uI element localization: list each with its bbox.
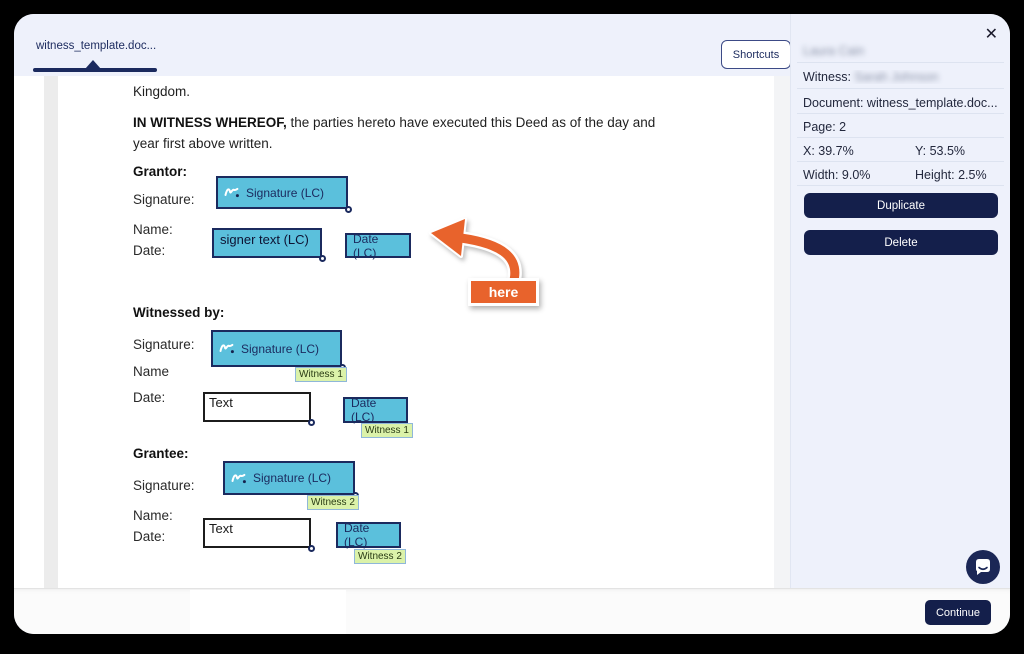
sidebar-page-row: Page: 2 [803,120,847,134]
grantee-date-label: Date: [133,529,166,544]
witnessed-signature-field-label: Signature (LC) [241,341,320,356]
grantee-signature-field[interactable]: Signature (LC) [223,461,359,499]
divider [797,88,1004,89]
divider [797,161,1004,162]
witness-tag: Witness 2 [307,495,359,510]
properties-sidebar: ✕ Laura Cain Witness: Sarah Johnson Docu… [790,14,1010,588]
doc-top-line: Kingdom. [133,84,191,99]
footer-bar: Continue [14,588,1010,634]
witnessed-date-field-label: Date (LC) [351,396,377,424]
witness-name: Sarah Johnson [854,70,939,84]
tab-active-indicator [33,68,157,72]
grantor-signature-label: Signature: [133,192,195,207]
app-window: witness_template.doc... Shortcuts Kingdo… [14,14,1010,634]
grantor-date-label: Date: [133,243,166,258]
doc-paragraph-bold: IN WITNESS WHEREOF, [133,115,287,130]
grantee-name-label: Name: [133,508,173,523]
grantor-heading: Grantor: [133,164,187,179]
grantor-name-field[interactable]: signer text (LC) [212,228,326,262]
grantee-text-field[interactable]: Text [203,518,315,552]
sidebar-document-row: Document: witness_template.doc... [803,96,998,110]
duplicate-button[interactable]: Duplicate [804,193,998,218]
sidebar-position-row: X: 39.7% Y: 53.5% [803,144,998,158]
witnessed-text-field-label: Text [209,395,233,410]
y-value: Y: 53.5% [915,144,966,158]
witness-label: Witness: [803,70,855,84]
witnessed-name-label: Name [133,364,170,379]
grantor-signature-field-label: Signature (LC) [246,185,325,200]
viewer-scrollbar[interactable] [774,76,790,588]
delete-button[interactable]: Delete [804,230,998,255]
witnessed-date-field[interactable]: Date (LC) [343,396,408,424]
resize-handle[interactable] [308,545,315,552]
witnessed-heading: Witnessed by: [133,305,225,320]
divider [797,62,1004,63]
grantor-date-field-label: Date (LC) [353,231,379,260]
witnessed-text-field[interactable]: Text [203,392,315,426]
x-value: X: 39.7% [803,144,854,158]
signature-icon [224,187,239,198]
grantee-date-field[interactable]: Date (LC) [336,521,401,549]
witness-tag: Witness 1 [295,367,347,382]
document-viewer[interactable]: Kingdom. IN WITNESS WHEREOF, the parties… [14,76,790,588]
divider [797,137,1004,138]
tab-document[interactable]: witness_template.doc... [36,40,157,52]
sidebar-user-name: Laura Cain [803,44,865,58]
signature-icon [231,473,246,483]
grantee-text-field-label: Text [209,521,233,536]
chat-widget-icon[interactable] [966,550,1000,584]
grantor-name-label: Name: [133,222,173,237]
sidebar-witness-row: Witness: Sarah Johnson [803,70,998,84]
divider [797,185,1004,186]
grantee-signature-field-label: Signature (LC) [253,471,332,485]
height-value: Height: 2.5% [915,168,987,182]
resize-handle[interactable] [345,206,352,213]
resize-handle[interactable] [308,419,315,426]
witness-tag: Witness 2 [354,549,406,564]
grantee-date-field-label: Date (LC) [344,521,370,549]
callout-arrow-icon [429,218,522,288]
grantor-signature-field[interactable]: Signature (LC) [216,176,352,213]
grantor-name-field-label: signer text (LC) [220,232,309,247]
next-page-hint [190,590,346,634]
witnessed-date-label: Date: [133,390,166,405]
divider [797,113,1004,114]
signature-icon [219,343,234,354]
viewer-left-gutter [44,76,58,588]
grantee-heading: Grantee: [133,446,189,461]
here-callout: here [468,278,539,306]
witnessed-signature-field[interactable]: Signature (LC) [211,330,346,371]
doc-paragraph: IN WITNESS WHEREOF, the parties hereto h… [133,112,685,154]
grantor-date-field[interactable]: Date (LC) [345,231,411,260]
witnessed-signature-label: Signature: [133,337,195,352]
width-value: Width: 9.0% [803,168,871,182]
header-bar: witness_template.doc... Shortcuts [14,14,791,76]
continue-button[interactable]: Continue [925,600,991,625]
tab-caret-icon [85,60,101,69]
doc-paragraph-rest: the parties hereto have executed this De… [133,115,656,151]
sidebar-size-row: Width: 9.0% Height: 2.5% [803,168,998,182]
witness-tag: Witness 1 [361,423,413,438]
close-icon[interactable]: ✕ [984,26,998,43]
shortcuts-button[interactable]: Shortcuts [721,40,791,69]
grantee-signature-label: Signature: [133,478,195,493]
resize-handle[interactable] [319,255,326,262]
